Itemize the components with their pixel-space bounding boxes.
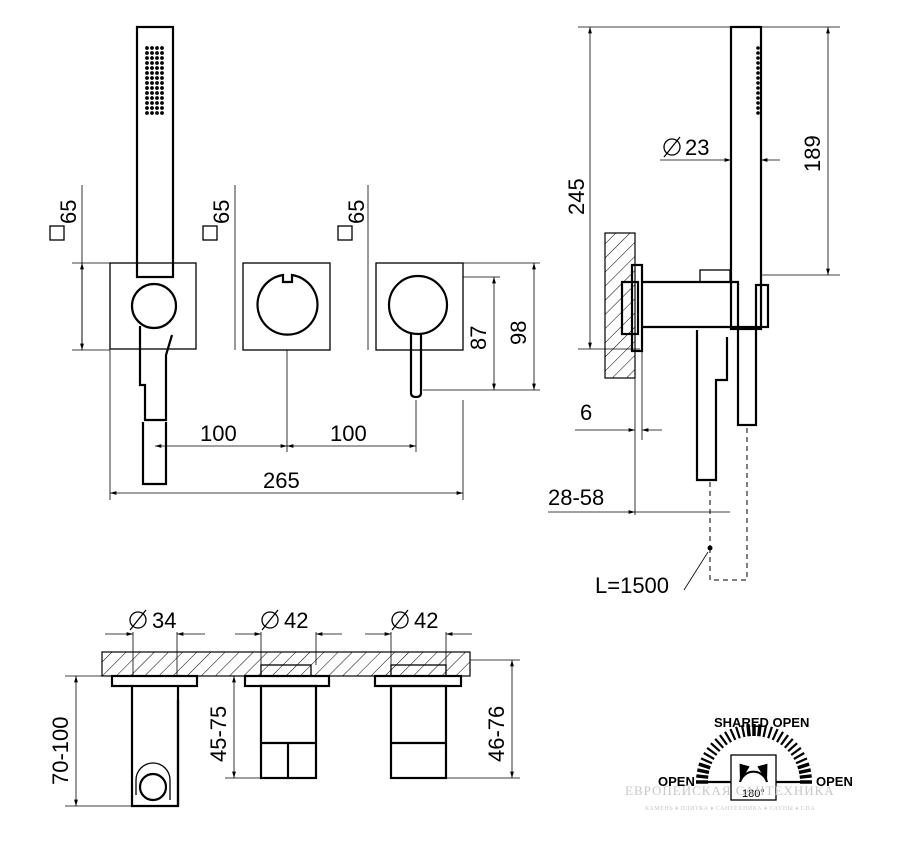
svg-text:34: 34: [152, 608, 176, 633]
svg-text:23: 23: [685, 135, 709, 160]
front-view: 65 65 65 87 98: [49, 25, 540, 500]
mixer-body-bottom: [389, 684, 448, 780]
dim-depth-right: 46-76: [446, 659, 520, 779]
svg-text:45-75: 45-75: [206, 706, 231, 762]
svg-text:100: 100: [330, 421, 367, 446]
dim-depth-left: 70-100: [48, 675, 132, 807]
svg-text:65: 65: [344, 200, 369, 224]
dim-height-98: 98: [463, 262, 540, 390]
svg-text:OPEN: OPEN: [658, 774, 695, 789]
mixer-knob: [387, 274, 449, 336]
svg-text:70-100: 70-100: [48, 716, 73, 785]
holder-knob: [130, 282, 178, 330]
dim-diameter-42-a: 42: [235, 608, 342, 665]
dim-diameter-23: 23: [660, 135, 780, 162]
svg-text:87: 87: [466, 326, 491, 350]
dim-height-87: 87: [423, 276, 540, 391]
hose-outlet: [141, 422, 168, 486]
spray-nozzles: [145, 46, 164, 115]
hose-length-label: L=1500: [595, 551, 709, 598]
svg-text:SHARED OPEN: SHARED OPEN: [714, 715, 809, 730]
svg-text:100: 100: [200, 421, 237, 446]
svg-text:180°: 180°: [742, 788, 765, 800]
wall-section: [604, 232, 636, 379]
svg-text:28-58: 28-58: [548, 485, 604, 510]
dim-square-2: 65: [202, 185, 236, 350]
diverter-arc: [696, 724, 812, 784]
svg-text:189: 189: [800, 135, 825, 172]
svg-text:OPEN: OPEN: [816, 774, 853, 789]
svg-text:6: 6: [580, 400, 592, 425]
hand-shower-front: [135, 25, 175, 279]
rotation-arrow-icon: [738, 763, 769, 783]
watermark: ЕВРОПЕЙСКАЯ САНТЕХНИКА КАМЕНЬ ♦ ПЛИТКА ♦…: [625, 783, 835, 812]
diverter-diagram: SHARED OPEN 180° OPEN OPEN: [658, 715, 853, 801]
hose-outlet-side: [695, 330, 729, 482]
hand-shower-side: [729, 25, 763, 331]
dim-square-1: 65: [49, 185, 110, 351]
svg-text:42: 42: [414, 608, 438, 633]
diverter-knob: [256, 273, 319, 336]
mixer-lever: [409, 333, 423, 399]
hose-dashed: [709, 425, 748, 581]
dim-diameter-34: 34: [105, 608, 205, 676]
holder-plate: [109, 262, 197, 350]
svg-text:КАМЕНЬ ♦ ПЛИТКА ♦ САНТЕХНИКА ♦: КАМЕНЬ ♦ ПЛИТКА ♦ САНТЕХНИКА ♦ САУНЫ ♦ С…: [645, 806, 815, 812]
bottom-view: 34 42 42 70-1: [48, 608, 520, 808]
dim-total-height: 245: [564, 26, 731, 350]
dim-spacing: 100 100: [155, 350, 417, 452]
side-view: 245 189 23 6 28-58: [548, 25, 840, 598]
dim-square-3: 65: [337, 185, 369, 350]
dim-depth-range: 28-58: [548, 485, 730, 514]
dim-wall-offset: 6: [575, 350, 662, 515]
svg-text:65: 65: [209, 200, 234, 224]
diverter-plate: [242, 262, 331, 351]
dim-diameter-42-b: 42: [365, 608, 472, 665]
svg-text:265: 265: [263, 468, 300, 493]
diverter-square: [730, 754, 777, 801]
svg-text:46-76: 46-76: [484, 706, 509, 762]
wall-section-bottom: [101, 651, 471, 677]
holder-body-bottom: [130, 686, 180, 808]
mixer-plate: [375, 262, 464, 351]
hose-connector: [138, 326, 174, 422]
svg-text:ЕВРОПЕЙСКАЯ САНТЕХНИКА: ЕВРОПЕЙСКАЯ САНТЕХНИКА: [625, 783, 835, 798]
dim-depth-mid: 45-75: [206, 675, 261, 779]
holder-body-side: [642, 280, 740, 329]
dim-total-width: 265: [109, 350, 464, 500]
svg-text:L=1500: L=1500: [595, 573, 669, 598]
svg-text:245: 245: [564, 178, 589, 215]
dim-handshower-height: 189: [761, 26, 840, 276]
svg-text:42: 42: [284, 608, 308, 633]
svg-text:98: 98: [506, 321, 531, 345]
svg-text:65: 65: [56, 200, 81, 224]
